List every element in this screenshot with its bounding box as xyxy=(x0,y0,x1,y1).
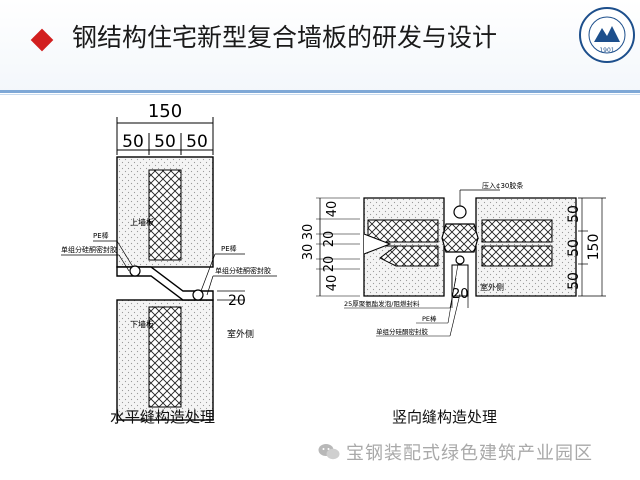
center-key-core xyxy=(441,223,479,253)
label-rubber-strip: 压入¢30胶条 xyxy=(482,181,523,190)
right-panel-core-upper xyxy=(481,219,553,243)
label-outdoor-left: 室外侧 xyxy=(227,328,254,340)
slide-title: 钢结构住宅新型复合墙板的研发与设计 xyxy=(72,23,498,52)
label-pe-right: PE棒 xyxy=(221,244,237,253)
pe-rod-right-icon xyxy=(192,289,204,301)
sealant-joint xyxy=(451,264,469,297)
left-panel-core-lower xyxy=(368,245,439,267)
left-panel-core-upper xyxy=(367,219,439,243)
caption-vertical-joint: 竖向缝构造处理 xyxy=(392,408,498,426)
dim-part-3: 50 xyxy=(186,132,208,152)
dim-part-1: 50 xyxy=(122,132,144,152)
wechat-icon xyxy=(318,444,340,460)
label-sealant-left: 单组分硅酮密封胶 xyxy=(61,245,117,254)
dim-right-small-1: 50 xyxy=(566,205,582,223)
logo-year: 1901 xyxy=(599,47,614,54)
dim-gap-label: 20 xyxy=(228,293,246,309)
label-outdoor-right: 室外侧 xyxy=(480,282,504,292)
slide-header xyxy=(0,0,640,92)
dim-left-4: 30 xyxy=(301,244,316,261)
dim-part-2: 50 xyxy=(154,132,176,152)
dim-left-1: 40 xyxy=(325,201,340,218)
right-panel-core-lower xyxy=(481,245,553,267)
dim-right-small-3: 50 xyxy=(566,272,582,290)
caption-horizontal-joint: 水平缝构造处理 xyxy=(110,408,216,426)
watermark-text: 宝钢装配式绿色建筑产业园区 xyxy=(346,443,593,464)
header-rule xyxy=(0,90,640,93)
rubber-strip-icon xyxy=(453,205,467,219)
left-panel-notch xyxy=(363,233,392,255)
label-foam: 25厚聚氨酯发泡/阻燃封料 xyxy=(344,299,420,308)
header-rule-thin xyxy=(0,94,640,95)
dim-left-3: 20 xyxy=(322,231,337,248)
pe-rod-left-icon xyxy=(129,265,141,277)
label-sealant: 单组分硅酮密封胶 xyxy=(376,327,429,336)
horizontal-joint-gap xyxy=(116,266,214,301)
horizontal-joint-diagram: 150 50 50 50 上墙板 下墙板 PE棒 单组分硅酮密封胶 PE棒 单组… xyxy=(61,101,277,421)
label-lower-panel: 下墙板 xyxy=(130,319,154,329)
dim-total-label: 150 xyxy=(148,101,182,122)
lower-panel-core xyxy=(148,306,182,408)
dim-right-small-2: 50 xyxy=(566,239,582,257)
dim-left-2: 30 xyxy=(301,224,316,241)
label-pe-left: PE棒 xyxy=(93,231,109,240)
pe-rod-icon xyxy=(455,255,465,265)
dim-left-5: 20 xyxy=(322,256,337,273)
vertical-joint-diagram: 40 30 20 30 20 40 压入¢30胶条 50 50 50 150 2… xyxy=(301,181,606,337)
dim-right-total: 150 xyxy=(586,234,602,261)
dim-gap-right: 20 xyxy=(452,287,469,302)
university-logo-icon: 1901 xyxy=(579,7,635,63)
label-upper-panel: 上墙板 xyxy=(130,217,154,227)
label-sealant-right: 单组分硅酮密封胶 xyxy=(215,266,271,275)
upper-panel-core xyxy=(148,169,182,261)
watermark: 宝钢装配式绿色建筑产业园区 xyxy=(318,440,593,464)
label-pe-rod: PE棒 xyxy=(422,314,437,323)
dim-left-6: 40 xyxy=(325,275,340,292)
